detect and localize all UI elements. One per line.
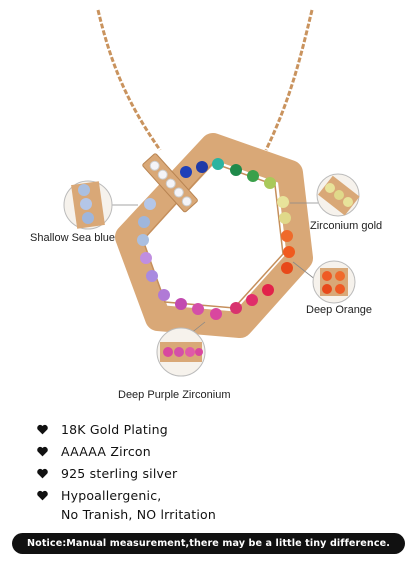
stones-blue-green <box>180 158 276 189</box>
callout-shallow-sea <box>63 180 113 230</box>
stones-purple <box>140 252 170 301</box>
heart-icon <box>37 446 48 457</box>
stones-orange <box>281 230 295 274</box>
notice-banner: Notice:Manual measurement,there may be a… <box>12 533 405 554</box>
feature-item: AAAAA Zircon <box>36 442 396 461</box>
heart-icon <box>37 490 48 501</box>
stones-red-pink <box>175 284 274 320</box>
heart-icon <box>37 468 48 479</box>
left-chain <box>96 9 162 151</box>
feature-text: Hypoallergenic, No Tranish, NO lrritatio… <box>61 488 217 522</box>
stones-light-blue <box>137 198 156 246</box>
callout-zirconium-gold <box>316 173 360 217</box>
label-deep-orange: Deep Orange <box>306 304 373 316</box>
feature-text: 925 sterling silver <box>61 466 178 481</box>
label-shallow-sea-blue: Shallow Sea blue <box>30 232 116 244</box>
callout-deep-orange <box>312 260 356 304</box>
stones-yellow <box>277 196 291 224</box>
heart-icon <box>37 424 48 435</box>
necklace-illustration <box>63 9 360 377</box>
feature-list: 18K Gold Plating AAAAA Zircon 925 sterli… <box>36 420 396 527</box>
diagonal-bar <box>142 153 198 213</box>
feature-text: 18K Gold Plating <box>61 422 168 437</box>
label-deep-purple: Deep Purple Zirconium <box>118 389 231 401</box>
feature-item: Hypoallergenic, No Tranish, NO lrritatio… <box>36 486 396 524</box>
right-chain <box>264 9 314 151</box>
label-zirconium-gold: Zirconium gold <box>310 220 383 232</box>
feature-text: AAAAA Zircon <box>61 444 151 459</box>
callout-deep-purple <box>156 327 206 377</box>
feature-item: 925 sterling silver <box>36 464 396 483</box>
feature-item: 18K Gold Plating <box>36 420 396 439</box>
hexagon-outer <box>115 133 313 338</box>
